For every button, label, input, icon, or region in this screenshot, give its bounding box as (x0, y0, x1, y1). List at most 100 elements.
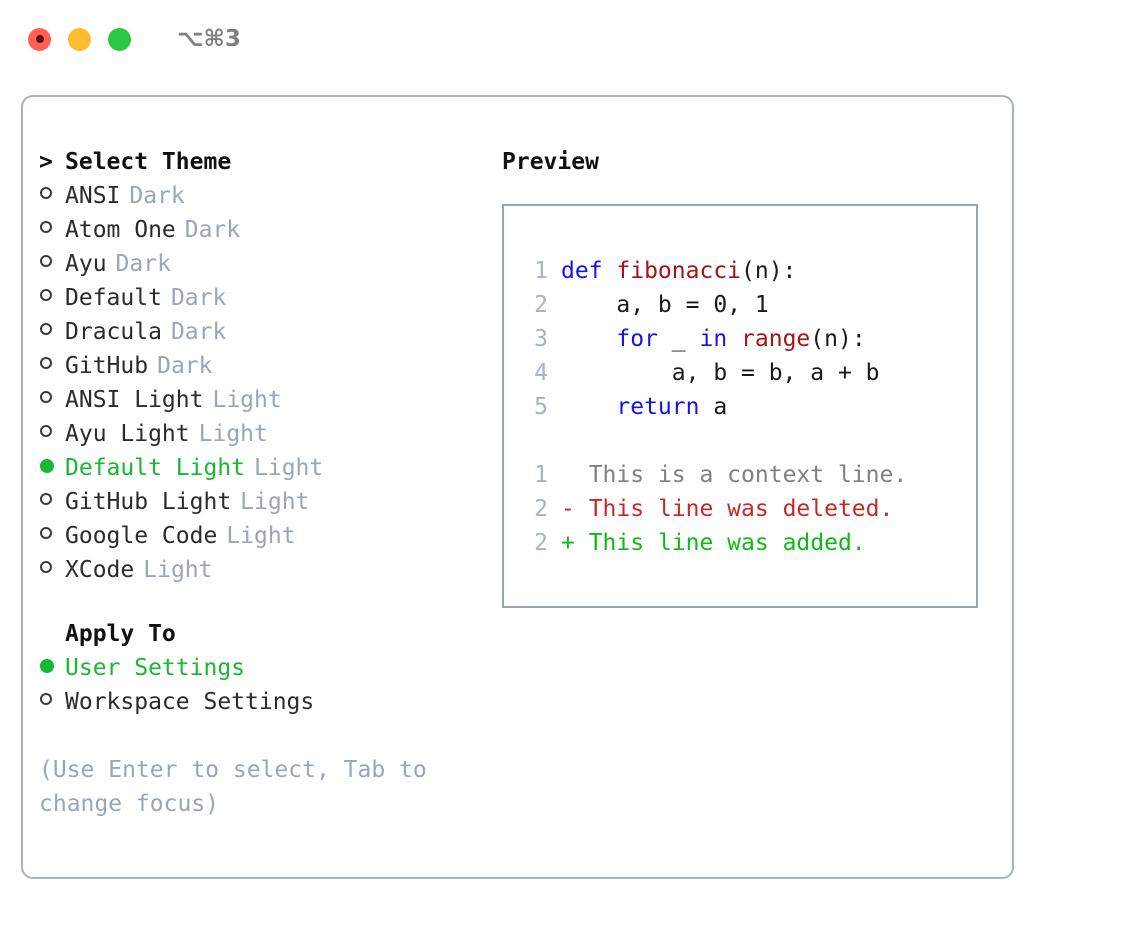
theme-variant-badge: Light (226, 523, 296, 549)
code-diff-spacer (518, 424, 907, 458)
theme-variant-badge: Light (198, 421, 268, 447)
diff-sign: - (561, 496, 575, 522)
code-text: for _ in range(n): (561, 322, 866, 356)
theme-list-item[interactable]: Google Code Light (39, 519, 489, 553)
theme-variant-badge: Dark (115, 251, 171, 277)
theme-name: Google Code (65, 523, 218, 549)
line-number: 1 (534, 462, 548, 488)
theme-name: Default Light (65, 455, 246, 481)
theme-name: Dracula (65, 319, 162, 345)
radio-dot-icon (40, 659, 54, 673)
apply-to-heading-row: Apply To (39, 617, 489, 651)
code-token-plain (727, 326, 741, 352)
radio-dot-icon (40, 357, 52, 369)
code-token-kw: def (561, 258, 617, 284)
code-text: a, b = b, a + b (561, 356, 880, 390)
theme-list-item[interactable]: XCode Light (39, 553, 489, 587)
diff-line: 2+ This line was added. (518, 526, 907, 560)
line-number: 2 (534, 496, 548, 522)
theme-name: XCode (65, 557, 135, 583)
radio-dot-icon (40, 425, 52, 437)
line-number: 1 (534, 258, 548, 284)
diff-sign: + (561, 530, 575, 556)
preview-box: 1 def fibonacci(n): 2 a, b = 0, 1 3 for _ i… (502, 204, 978, 608)
select-theme-heading-row: > Select Theme (39, 145, 489, 179)
apply-to-heading: Apply To (65, 621, 176, 647)
page-title: Select Theme (65, 149, 232, 175)
radio-dot-icon (40, 187, 52, 199)
diff-text-ctx: This is a context line. (561, 458, 908, 492)
diff-line: 1 This is a context line. (518, 458, 907, 492)
code-token-plain: a, b = b, a + b (561, 360, 880, 386)
code-token-plain: _ (657, 326, 700, 352)
code-text: def fibonacci(n): (561, 254, 796, 288)
code-token-kw: for (616, 326, 658, 352)
theme-variant-badge: Light (240, 489, 310, 515)
preview-heading: Preview (502, 149, 599, 175)
radio-dot-icon (40, 289, 52, 301)
diff-sample: 1 This is a context line.2- This line wa… (518, 458, 907, 560)
theme-list-item[interactable]: Default Dark (39, 281, 489, 315)
theme-variant-badge: Dark (157, 353, 213, 379)
radio-dot-icon (40, 255, 52, 267)
minimize-button[interactable] (68, 27, 91, 51)
code-token-plain: (n): (741, 258, 797, 284)
title-bar: ⌥⌘3 (0, 0, 1140, 78)
code-token-plain: (n): (810, 326, 866, 352)
radio-dot-icon (40, 527, 52, 539)
theme-name: GitHub Light (65, 489, 232, 515)
theme-variant-badge: Dark (170, 285, 227, 311)
radio-dot-icon (40, 323, 52, 335)
theme-name: Default (65, 285, 162, 311)
code-text: return a (561, 390, 727, 424)
code-token-plain (561, 326, 616, 352)
theme-list-item[interactable]: GitHub Light Light (39, 485, 489, 519)
theme-variant-badge: Light (143, 557, 213, 583)
code-preview-area: 1 def fibonacci(n): 2 a, b = 0, 1 3 for _ i… (518, 254, 907, 560)
line-number: 5 (534, 394, 548, 420)
theme-list-item[interactable]: Dracula Dark (39, 315, 489, 349)
code-token-plain: a (699, 394, 728, 420)
code-token-fn: range (741, 326, 811, 352)
apply-to-label: Workspace Settings (65, 689, 315, 715)
diff-line: 2- This line was deleted. (518, 492, 907, 526)
keyboard-shortcut-label: ⌥⌘3 (177, 26, 241, 52)
apply-to-label: User Settings (65, 655, 246, 681)
radio-dot-icon (40, 391, 52, 403)
apply-to-option[interactable]: Workspace Settings (39, 685, 489, 719)
code-token-kw: in (699, 326, 728, 352)
code-line: 3 for _ in range(n): (518, 322, 907, 356)
line-number: 4 (534, 360, 548, 386)
apply-to-option[interactable]: User Settings (39, 651, 489, 685)
code-token-kw: return (616, 394, 700, 420)
recording-indicator-icon (35, 35, 44, 43)
radio-dot-icon (40, 459, 54, 473)
code-token-plain: a, b = 0, 1 (561, 292, 769, 318)
radio-dot-icon (40, 493, 52, 505)
preview-column: Preview 1 def fibonacci(n): 2 a, b = 0, 1 3… (502, 145, 992, 608)
diff-content: This line was deleted. (574, 496, 894, 522)
line-number: 2 (534, 530, 548, 556)
theme-variant-badge: Light (254, 455, 324, 481)
theme-variant-badge: Dark (129, 183, 185, 209)
theme-name: Ayu (65, 251, 107, 277)
close-button[interactable] (28, 27, 51, 51)
diff-text-del: - This line was deleted. (561, 492, 893, 526)
maximize-button[interactable] (108, 27, 131, 51)
code-line: 4 a, b = b, a + b (518, 356, 907, 390)
theme-variant-badge: Dark (170, 319, 227, 345)
theme-list-item[interactable]: Ayu Dark (39, 247, 489, 281)
code-line: 5 return a (518, 390, 907, 424)
code-token-plain (561, 394, 616, 420)
theme-list-item[interactable]: Default Light Light (39, 451, 489, 485)
